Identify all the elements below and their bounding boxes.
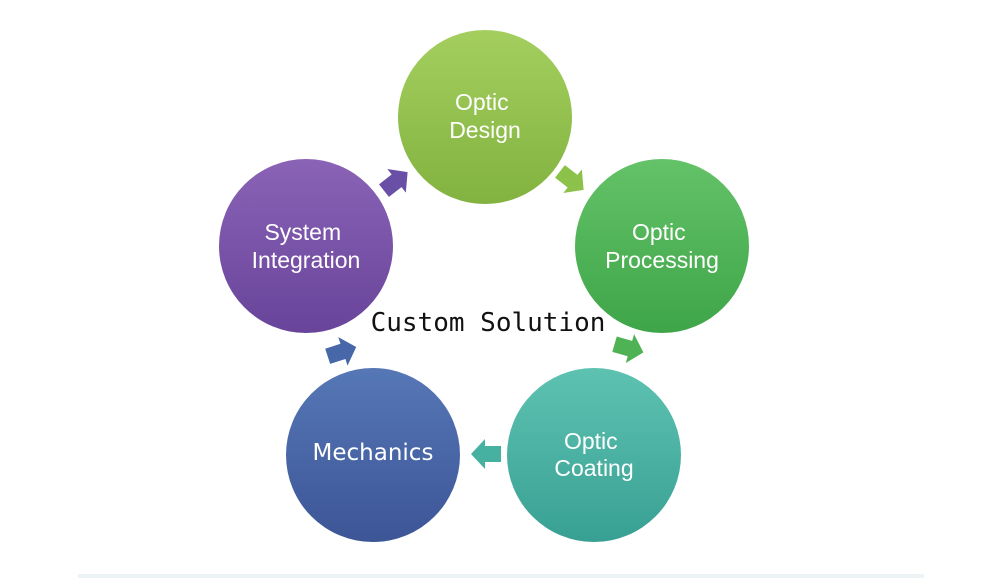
node-system-integration-label: System Integration (252, 219, 361, 273)
node-optic-design-label: Optic Design (449, 89, 521, 143)
bottom-divider (78, 574, 924, 578)
node-optic-design-circle (398, 30, 572, 204)
node-mechanics-label: Mechanics (313, 440, 434, 466)
node-system-integration-circle (219, 159, 393, 333)
arrow-design-to-processing (555, 165, 584, 194)
arrow-processing-to-coating (612, 334, 644, 363)
node-mechanics: Mechanics (286, 368, 460, 542)
node-optic-processing: Optic Processing (575, 159, 749, 333)
node-optic-coating: Optic Coating (507, 368, 681, 542)
node-optic-processing-label: Optic Processing (605, 219, 719, 273)
node-system-integration: System Integration (219, 159, 393, 333)
node-optic-design: Optic Design (398, 30, 572, 204)
center-label: Custom Solution (371, 308, 606, 338)
arrow-integration-to-design (379, 168, 408, 197)
node-optic-coating-circle (507, 368, 681, 542)
node-optic-processing-circle (575, 159, 749, 333)
node-mechanics-circle (286, 368, 460, 542)
arrow-mechanics-to-integration (325, 337, 357, 366)
arrow-coating-to-mechanics (471, 439, 501, 469)
node-optic-coating-label: Optic Coating (554, 428, 633, 481)
